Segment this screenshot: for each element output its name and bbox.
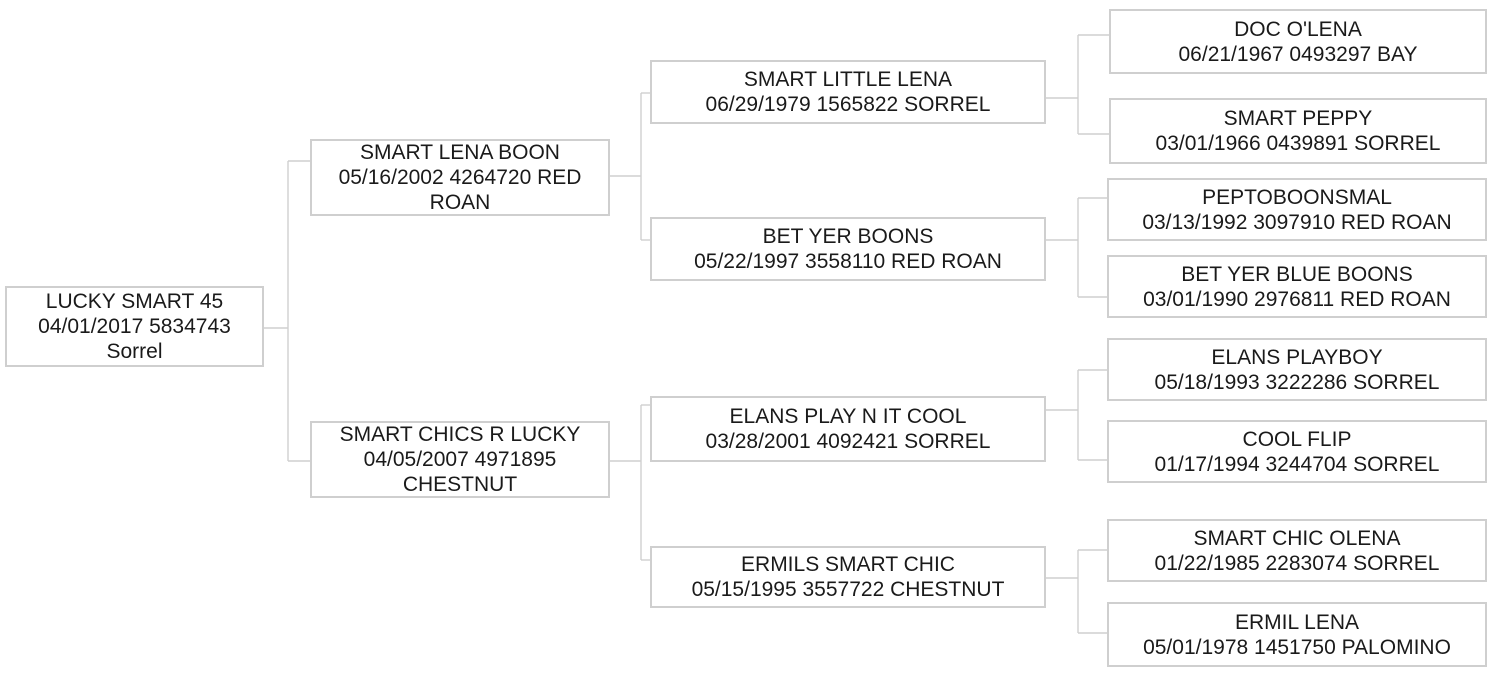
sd-dam-details: 03/01/1990 2976811 RED ROAN [1143,287,1451,311]
dam-dam-box: ERMILS SMART CHIC 05/15/1995 3557722 CHE… [650,546,1046,608]
ss-sire-box: DOC O'LENA 06/21/1967 0493297 BAY [1109,9,1487,74]
ss-sire-name: DOC O'LENA [1234,17,1362,41]
sire-name: SMART LENA BOON [360,141,560,164]
sire-dam-name: BET YER BOONS [762,225,934,248]
sire-box: SMART LENA BOON 05/16/2002 4264720 RED R… [310,139,610,216]
sd-sire-details: 03/13/1992 3097910 RED ROAN [1142,210,1452,234]
dd-sire-name: SMART CHIC OLENA [1193,526,1401,550]
dam-dam-name: ERMILS SMART CHIC [741,553,955,576]
dd-dam-name: ERMIL LENA [1234,610,1360,634]
dam-sire-details: 03/28/2001 4092421 SORREL [705,430,991,453]
ds-sire-box: ELANS PLAYBOY 05/18/1993 3222286 SORREL [1107,338,1487,401]
subject-details: 04/01/2017 5834743 [38,315,231,338]
dam-details: 04/05/2007 4971895 [363,448,557,471]
dam-name: SMART CHICS R LUCKY [339,423,581,446]
dd-sire-box: SMART CHIC OLENA 01/22/1985 2283074 SORR… [1107,519,1487,582]
ds-dam-box: COOL FLIP 01/17/1994 3244704 SORREL [1107,420,1487,483]
ss-dam-name: SMART PEPPY [1223,107,1373,130]
dam-sire-box: ELANS PLAY N IT COOL 03/28/2001 4092421 … [650,396,1046,462]
dd-dam-details: 05/01/1978 1451750 PALOMINO [1143,635,1451,659]
sd-sire-box: PEPTOBOONSMAL 03/13/1992 3097910 RED ROA… [1107,178,1487,241]
dam-color: CHESTNUT [402,473,518,496]
subject-name: LUCKY SMART 45 [45,290,224,313]
sire-sire-details: 06/29/1979 1565822 SORREL [705,93,991,116]
sire-dam-box: BET YER BOONS 05/22/1997 3558110 RED ROA… [650,217,1046,281]
dam-sire-name: ELANS PLAY N IT COOL [729,405,967,428]
sire-color: ROAN [429,191,491,214]
subject-box: LUCKY SMART 45 04/01/2017 5834743 Sorrel [5,286,264,367]
dam-dam-details: 05/15/1995 3557722 CHESTNUT [691,578,1005,601]
sire-dam-details: 05/22/1997 3558110 RED ROAN [694,250,1002,273]
ds-sire-name: ELANS PLAYBOY [1211,345,1383,369]
ds-dam-name: COOL FLIP [1242,427,1352,451]
ds-dam-details: 01/17/1994 3244704 SORREL [1154,452,1440,476]
sd-dam-name: BET YER BLUE BOONS [1181,262,1413,286]
sire-sire-box: SMART LITTLE LENA 06/29/1979 1565822 SOR… [650,60,1046,124]
ss-sire-details: 06/21/1967 0493297 BAY [1178,42,1418,66]
ds-sire-details: 05/18/1993 3222286 SORREL [1154,370,1440,394]
dam-box: SMART CHICS R LUCKY 04/05/2007 4971895 C… [310,421,610,498]
sd-sire-name: PEPTOBOONSMAL [1202,185,1392,209]
sire-details: 05/16/2002 4264720 RED [338,166,582,189]
dd-dam-box: ERMIL LENA 05/01/1978 1451750 PALOMINO [1107,602,1487,667]
dd-sire-details: 01/22/1985 2283074 SORREL [1154,551,1440,575]
sire-sire-name: SMART LITTLE LENA [743,68,953,91]
sd-dam-box: BET YER BLUE BOONS 03/01/1990 2976811 RE… [1107,255,1487,318]
subject-color: Sorrel [106,340,163,363]
ss-dam-box: SMART PEPPY 03/01/1966 0439891 SORREL [1109,98,1487,164]
ss-dam-details: 03/01/1966 0439891 SORREL [1155,132,1441,155]
